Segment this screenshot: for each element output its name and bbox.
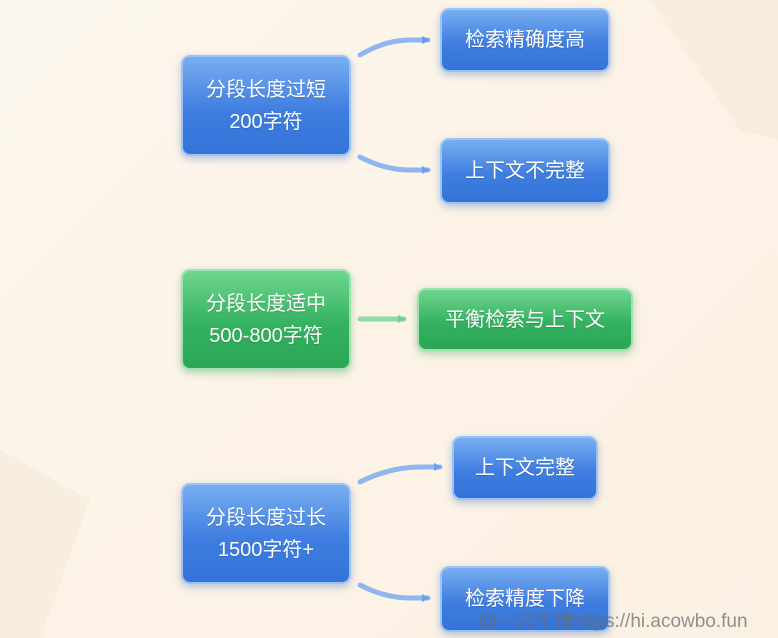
arrow-long-pro xyxy=(357,463,443,485)
node-short-pro: 检索精确度高 xyxy=(440,8,610,72)
node-medium-segment: 分段长度适中 500-800字符 xyxy=(181,269,351,370)
node-line2: 200字符 xyxy=(229,110,303,133)
arrow-short-con xyxy=(357,154,431,174)
node-medium-result: 平衡检索与上下文 xyxy=(417,288,633,351)
node-long-segment: 分段长度过长 1500字符+ xyxy=(181,483,351,584)
node-line2: 1500字符+ xyxy=(217,538,315,561)
arrow-short-pro xyxy=(357,36,431,58)
node-short-segment: 分段长度过短 200字符 xyxy=(181,55,351,156)
node-short-con: 上下文不完整 xyxy=(440,138,610,204)
node-long-con: 检索精度下降 xyxy=(440,566,610,632)
node-line1: 分段长度适中 xyxy=(206,292,326,315)
node-line1: 分段长度过短 xyxy=(206,78,326,101)
node-long-pro: 上下文完整 xyxy=(452,436,598,500)
arrow-long-con xyxy=(357,582,431,602)
node-line1: 分段长度过长 xyxy=(206,506,326,529)
watermark: @一只牛博https://hi.acowbo.fun xyxy=(478,611,748,632)
node-line2: 500-800字符 xyxy=(209,324,323,347)
